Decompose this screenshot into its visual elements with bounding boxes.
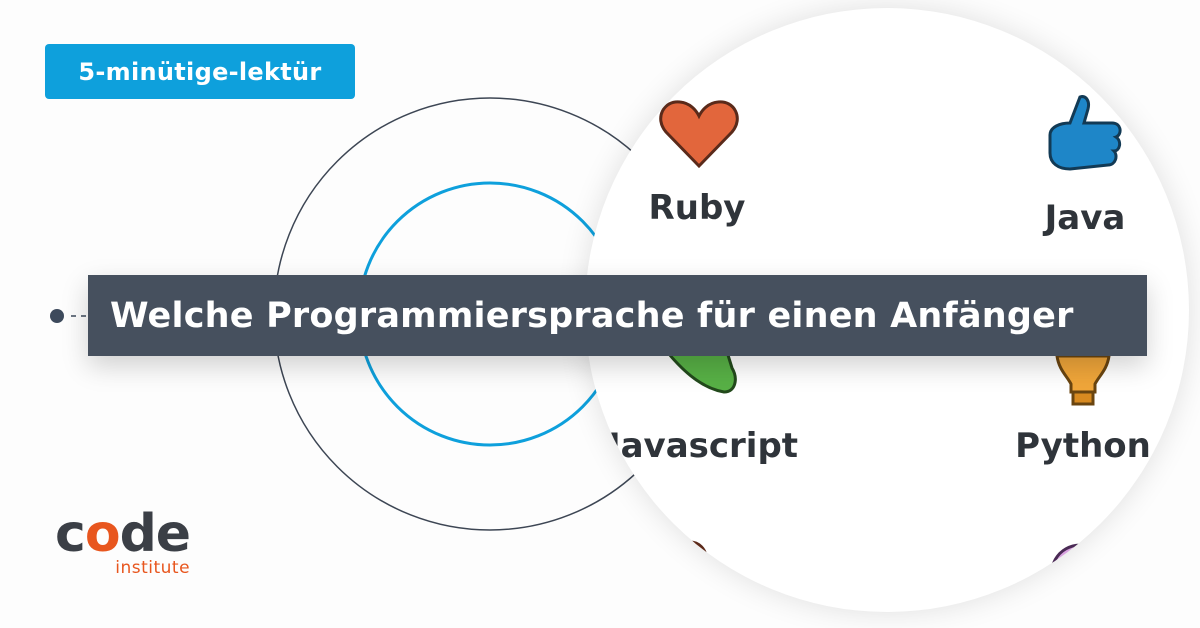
- page-title: Welche Programmiersprache für einen Anfä…: [110, 295, 1074, 336]
- title-banner: Welche Programmiersprache für einen Anfä…: [88, 275, 1147, 356]
- heart-icon: [659, 100, 739, 169]
- logo-subtitle: institute: [115, 558, 191, 578]
- partial-purple-icon: [1049, 543, 1095, 578]
- reading-time-badge: 5-minütige-lektür: [45, 44, 355, 99]
- logo-wordmark: code: [55, 504, 191, 564]
- thumbs-up-icon: [1048, 95, 1122, 171]
- language-label-python: Python: [1015, 426, 1151, 466]
- code-institute-logo: code institute: [55, 504, 191, 578]
- language-label-java: Java: [1044, 198, 1126, 238]
- partial-red-icon: [672, 540, 708, 566]
- language-label-ruby: Ruby: [648, 188, 746, 228]
- connector-dot: [50, 309, 89, 323]
- language-label-javascript: Javascript: [607, 426, 799, 466]
- lightbulb-icon: [1055, 356, 1111, 406]
